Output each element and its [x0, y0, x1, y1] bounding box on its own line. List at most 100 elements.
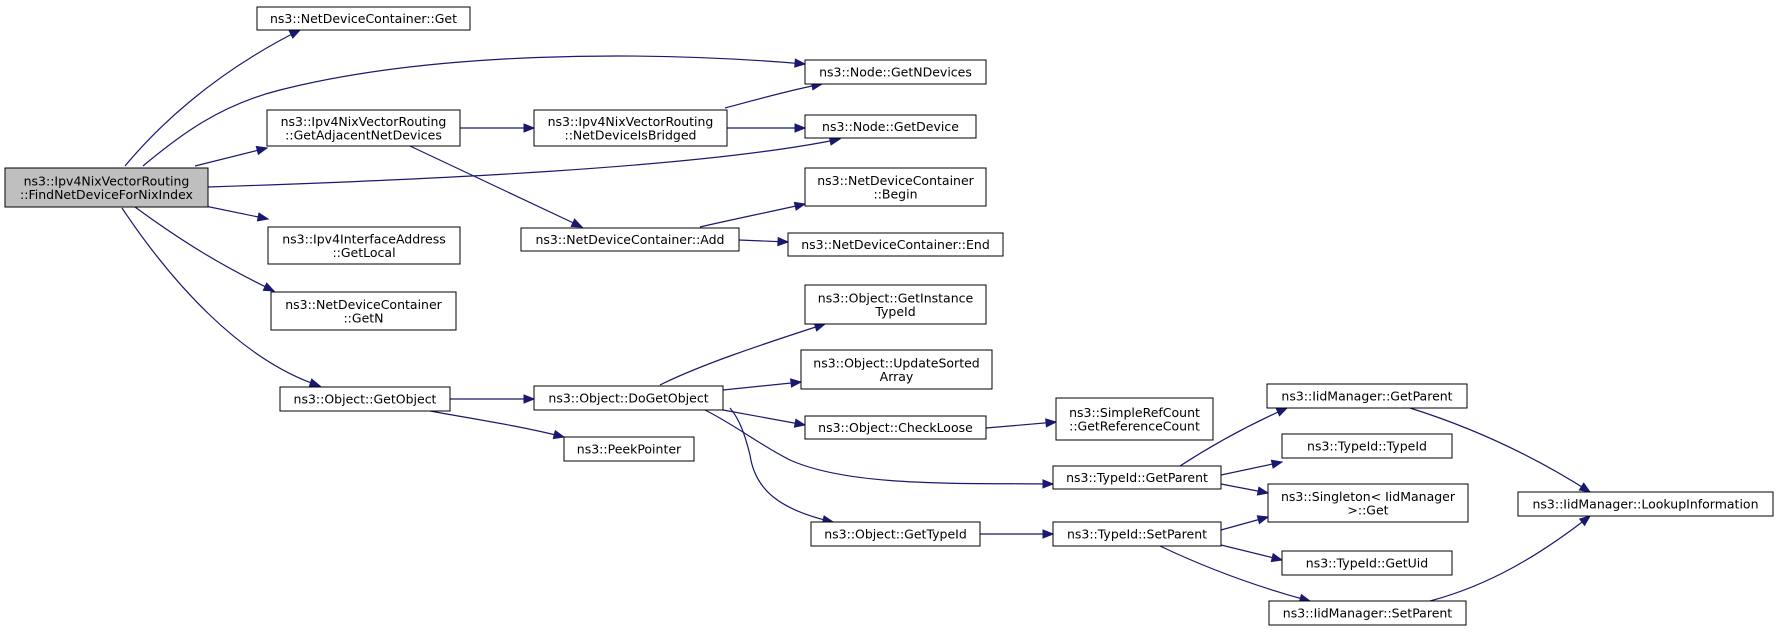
- node-label: ns3::Object::CheckLoose: [818, 420, 973, 435]
- edge-arrowhead: [1045, 418, 1058, 428]
- edge-arrowhead: [1042, 529, 1055, 539]
- edge-arrowhead: [552, 429, 566, 440]
- node-obj-getobject[interactable]: ns3::Object::GetObject: [279, 386, 451, 412]
- node-label: ns3::NetDeviceContainer: [285, 297, 442, 312]
- edge-arrowhead: [523, 123, 536, 133]
- edge-arrowhead: [1256, 515, 1270, 525]
- node-box: [810, 521, 981, 547]
- node-ndc-end[interactable]: ns3::NetDeviceContainer::End: [787, 232, 1004, 257]
- edge-obj_dogetobject-to-obj_checkloose: [722, 409, 807, 428]
- edge-arrowhead: [1042, 479, 1055, 489]
- node-label: ::GetAdjacentNetDevices: [285, 127, 442, 142]
- node-box: [1281, 433, 1453, 459]
- node-iid-getparent[interactable]: ns3::IidManager::GetParent: [1266, 383, 1468, 409]
- edge-line: [1409, 407, 1591, 493]
- node-label: ::FindNetDeviceForNixIndex: [20, 187, 193, 202]
- edge-ndc_add-to-ndc_begin: [699, 201, 807, 228]
- node-singleton-get[interactable]: ns3::Singleton< IidManager >::Get: [1267, 483, 1469, 523]
- node-obj-checkloose[interactable]: ns3::Object::CheckLoose: [804, 415, 987, 440]
- node-label: ns3::NetDeviceContainer::Add: [536, 232, 725, 247]
- edge-arrowhead: [793, 201, 807, 211]
- node-box: [804, 167, 987, 207]
- node-iid-lookup[interactable]: ns3::IidManager::LookupInformation: [1517, 491, 1774, 517]
- node-ndc-getn[interactable]: ns3::NetDeviceContainer::GetN: [270, 291, 457, 331]
- edge-arrowhead: [308, 378, 322, 388]
- edge-arrowhead: [1270, 552, 1284, 563]
- node-label: ns3::Object::UpdateSorted: [813, 355, 979, 370]
- node-box: [266, 109, 461, 147]
- node-label: ns3::NetDeviceContainer::Get: [270, 11, 457, 26]
- edge-typeid_setparent-to-iid_setparent: [1159, 545, 1312, 603]
- node-box: [804, 284, 987, 325]
- node-root: ns3::Ipv4NixVectorRouting::FindNetDevice…: [4, 167, 209, 208]
- edge-iid_getparent-to-iid_lookup: [1409, 407, 1592, 493]
- node-box: [520, 227, 740, 252]
- edge-root-to-obj_getobject: [121, 207, 322, 388]
- node-typeid-typeid[interactable]: ns3::TypeId::TypeId: [1281, 433, 1453, 459]
- node-peekpointer[interactable]: ns3::PeekPointer: [563, 436, 695, 462]
- edge-typeid_getparent-to-singleton_get: [1220, 483, 1270, 496]
- edge-arrowhead: [777, 236, 790, 247]
- edge-typeid_setparent-to-singleton_get: [1220, 515, 1270, 531]
- edge-line: [704, 409, 1054, 485]
- node-typeid-setparent[interactable]: ns3::TypeId::SetParent: [1052, 521, 1222, 547]
- edge-obj_dogetobject-to-obj_updatesorted: [722, 378, 803, 391]
- node-box: [270, 291, 457, 331]
- edge-line: [429, 410, 565, 438]
- node-box: [267, 226, 461, 265]
- node-label: ns3::Ipv4InterfaceAddress: [282, 231, 446, 246]
- node-obj-dogetobject[interactable]: ns3::Object::DoGetObject: [533, 385, 724, 411]
- node-box: [787, 232, 1004, 257]
- edge-obj_checkloose-to-simplerefcount: [985, 418, 1058, 429]
- node-typeid-getuid[interactable]: ns3::TypeId::GetUid: [1281, 550, 1453, 576]
- node-label: ns3::IidManager::LookupInformation: [1532, 497, 1758, 512]
- edge-line: [207, 138, 841, 188]
- edge-arrowhead: [794, 123, 807, 133]
- edge-line: [722, 381, 802, 391]
- node-label: ns3::Node::GetDevice: [822, 119, 959, 134]
- node-box: [1055, 397, 1214, 441]
- edge-typeid_getparent-to-iid_getparent: [1179, 407, 1289, 467]
- edge-line: [724, 83, 823, 109]
- node-box: [533, 385, 724, 411]
- edge-obj_getobject-to-peekpointer: [429, 410, 566, 440]
- node-label: ns3::Ipv4NixVectorRouting: [548, 114, 714, 129]
- node-simplerefcount[interactable]: ns3::SimpleRefCount::GetReferenceCount: [1055, 397, 1214, 441]
- node-label: ns3::NetDeviceContainer::End: [801, 237, 990, 252]
- node-node-getdevice[interactable]: ns3::Node::GetDevice: [804, 114, 977, 139]
- node-getadjacent[interactable]: ns3::Ipv4NixVectorRouting::GetAdjacentNe…: [266, 109, 461, 147]
- node-ndc-begin[interactable]: ns3::NetDeviceContainer::Begin: [804, 167, 987, 207]
- edge-line: [699, 203, 806, 228]
- node-iid-setparent[interactable]: ns3::IidManager::SetParent: [1268, 600, 1467, 626]
- node-isbridged[interactable]: ns3::Ipv4NixVectorRouting::NetDeviceIsBr…: [533, 109, 728, 147]
- edge-line: [142, 55, 806, 167]
- edge-line: [409, 145, 583, 228]
- edge-arrowhead: [1578, 482, 1592, 493]
- node-box: [1052, 521, 1222, 547]
- node-label: ::NetDeviceIsBridged: [565, 127, 697, 142]
- edge-arrowhead: [794, 58, 807, 68]
- edge-arrowhead: [1256, 486, 1270, 496]
- node-ndc-get[interactable]: ns3::NetDeviceContainer::Get: [256, 6, 471, 31]
- node-label: ns3::TypeId::SetParent: [1067, 527, 1207, 542]
- node-box: [279, 386, 451, 412]
- node-label: ::GetN: [343, 310, 383, 325]
- node-box: [1268, 600, 1467, 626]
- edge-root-to-getadjacent: [194, 145, 269, 167]
- node-label: TypeId: [874, 304, 915, 319]
- node-node-getndevices[interactable]: ns3::Node::GetNDevices: [804, 59, 987, 85]
- edge-arrowhead: [262, 282, 276, 292]
- node-obj-gettypeid[interactable]: ns3::Object::GetTypeId: [810, 521, 981, 547]
- node-typeid-getparent[interactable]: ns3::TypeId::GetParent: [1052, 465, 1222, 490]
- edge-ndc_add-to-ndc_end: [738, 236, 790, 247]
- edge-root-to-ipv4if_getlocal: [204, 205, 270, 222]
- node-box: [563, 436, 695, 462]
- edge-getadjacent-to-ndc_add: [409, 145, 584, 228]
- node-label: ns3::NetDeviceContainer: [817, 173, 974, 188]
- node-ipv4if-getlocal[interactable]: ns3::Ipv4InterfaceAddress::GetLocal: [267, 226, 461, 265]
- node-ndc-add[interactable]: ns3::NetDeviceContainer::Add: [520, 227, 740, 252]
- edge-root-to-ndc_getn: [134, 206, 276, 292]
